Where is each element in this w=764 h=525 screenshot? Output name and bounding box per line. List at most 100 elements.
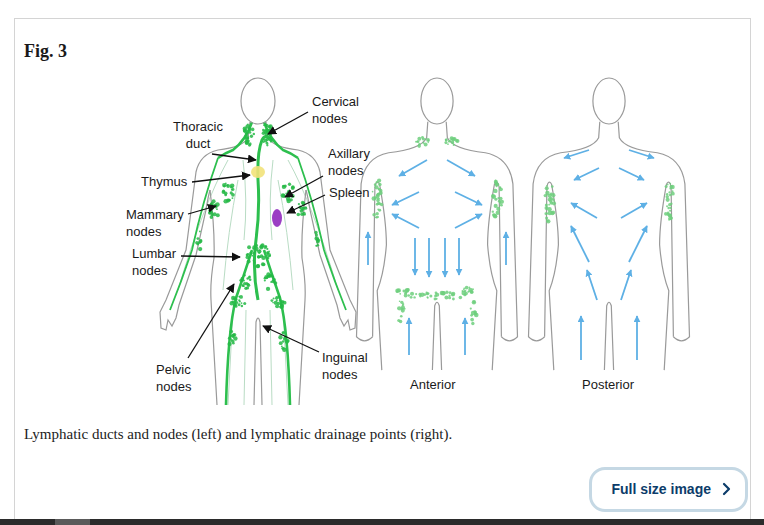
lymph-dot [226, 184, 230, 188]
lymph-dot [256, 264, 260, 268]
lymph-dot [668, 203, 671, 206]
body-outline [488, 184, 497, 370]
leader-arrow [188, 206, 216, 214]
lymph-dot [499, 187, 501, 189]
lymph-dot [376, 216, 379, 219]
lymph-dot [399, 320, 402, 323]
lymph-dot [415, 293, 417, 295]
posterior-body [529, 78, 690, 370]
lymph-dot [272, 302, 274, 304]
lymph-dot [474, 313, 479, 318]
lymph-dot [267, 257, 270, 260]
lymph-dot [669, 183, 671, 185]
lymph-node-cluster [262, 124, 273, 147]
lymph-dot [435, 291, 438, 294]
figure-title: Fig. 3 [24, 40, 67, 62]
lymph-dot [420, 293, 424, 297]
lymph-dot [545, 217, 548, 220]
lymph-dot [245, 140, 248, 143]
drainage-point [397, 300, 406, 323]
lymph-dot [453, 144, 455, 146]
leader-arrow [268, 112, 308, 134]
lymph-dot [266, 248, 268, 250]
lymph-dot [230, 183, 235, 188]
lymph-dot [494, 180, 498, 184]
lymph-dot [317, 238, 319, 240]
lymph-dot [377, 202, 380, 205]
lymph-dot [470, 291, 473, 294]
lymph-dot [257, 255, 260, 258]
lymph-dot [242, 284, 244, 286]
lymph-dot [243, 302, 246, 305]
lymph-dot [266, 138, 269, 141]
lymph-dot [471, 322, 474, 325]
body-outline [254, 318, 262, 405]
lymph-dot [222, 189, 225, 192]
lymph-dot [235, 298, 237, 300]
lymph-dot [254, 251, 256, 253]
lymph-dot [417, 144, 421, 148]
lymph-dot [546, 219, 550, 223]
lymph-node-cluster [222, 182, 235, 203]
lymph-dot [298, 203, 300, 205]
lymph-vessel [244, 310, 246, 405]
lymph-dot [301, 207, 305, 211]
lymph-dot [268, 124, 272, 128]
lymph-dot [251, 255, 253, 257]
lymph-dot [372, 213, 376, 217]
lymph-dot [672, 190, 674, 192]
lymph-dot [552, 201, 556, 205]
lymph-dot [216, 208, 218, 210]
lymph-dot [465, 292, 468, 295]
lymph-dot [496, 207, 500, 211]
lymph-dot [198, 247, 202, 251]
lymph-dot [404, 294, 408, 298]
drainage-arrow [621, 270, 631, 300]
lymph-dot [210, 211, 212, 213]
button-text: Full size image [611, 481, 711, 497]
lymph-dot [282, 185, 286, 189]
lymph-dot [316, 240, 320, 244]
anterior-body [357, 78, 518, 370]
lymph-dot [426, 291, 428, 293]
lymph-dot [375, 212, 378, 215]
lymph-dot [279, 305, 284, 310]
lymph-dot [250, 135, 253, 138]
lymph-dot [228, 336, 231, 339]
lymph-dot [246, 283, 249, 286]
lymph-dot [451, 140, 455, 144]
thoracic-duct [254, 136, 272, 300]
lymph-dot [472, 300, 476, 304]
lymph-dot [249, 251, 252, 254]
lymph-dot [227, 342, 231, 346]
drainage-arrow [455, 192, 482, 205]
lymph-node-cluster [230, 295, 247, 308]
lymph-dot [670, 185, 674, 189]
body-outline [432, 302, 441, 370]
lymph-dot [413, 296, 415, 298]
lymph-dot [239, 295, 243, 299]
lymph-dot [254, 246, 258, 250]
lymph-dot [239, 300, 241, 302]
lymph-dot [232, 188, 235, 191]
part-label: Inguinal nodes [322, 349, 378, 383]
lymph-dot [417, 137, 421, 141]
lymph-node-cluster [195, 231, 202, 252]
lymph-dot [230, 191, 233, 194]
drainage-arrow [447, 160, 475, 176]
part-label: Axillary nodes [328, 145, 386, 179]
lymph-dot [227, 199, 230, 202]
body-outline [299, 190, 306, 405]
lymph-dot [260, 254, 263, 257]
body-outline [446, 122, 517, 341]
lymph-dot [230, 301, 235, 306]
lymph-dot [463, 287, 465, 289]
lymph-dot [452, 298, 455, 301]
lymph-dot [470, 314, 473, 317]
lymph-dot [269, 137, 271, 139]
lymph-dot [500, 200, 504, 204]
leader-arrow [188, 284, 234, 358]
bottom-bar [0, 519, 764, 525]
lymph-dot [426, 138, 430, 142]
lymph-dot [238, 303, 241, 306]
